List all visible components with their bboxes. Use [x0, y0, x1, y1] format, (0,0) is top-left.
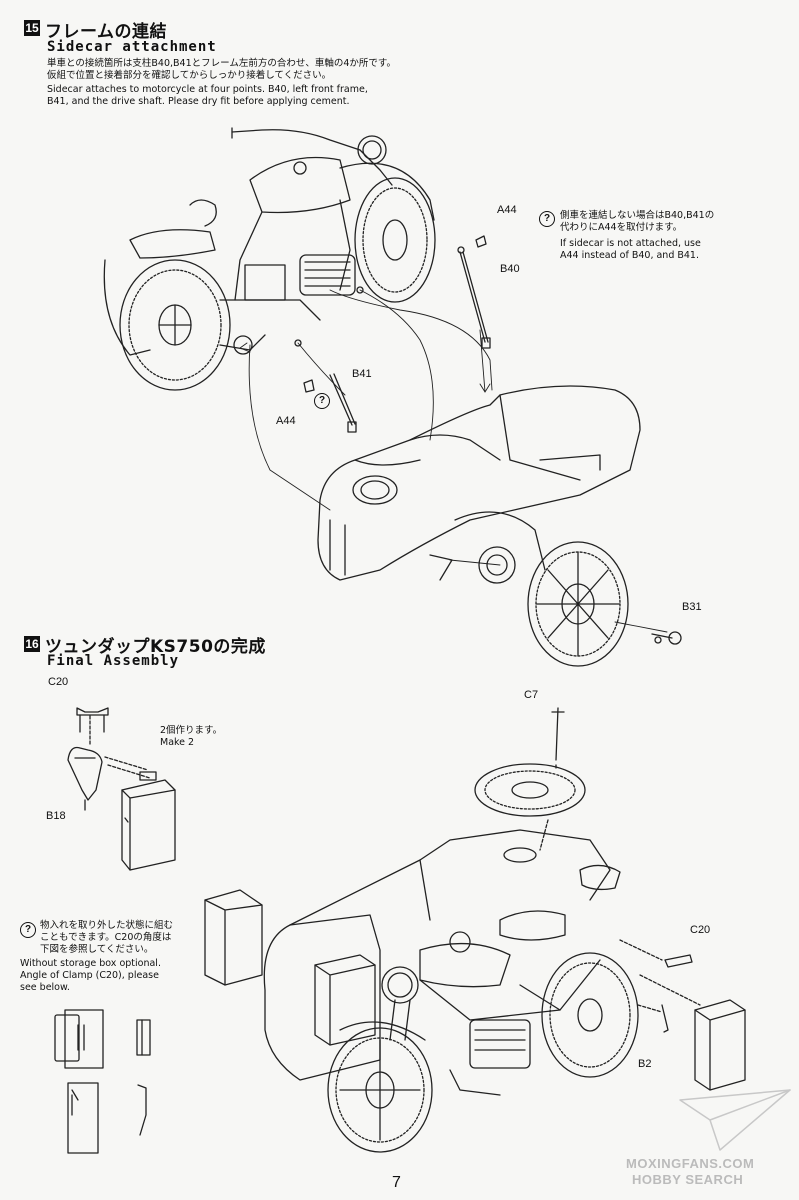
step-16-note-jp-2: こともできます。C20の角度は	[40, 932, 172, 943]
step-16-note-en-1: Without storage box optional.	[20, 958, 161, 969]
label-b2: B2	[638, 1058, 652, 1070]
step-16-title-jp: ツュンダップKS750の完成	[45, 637, 266, 657]
sidecar-drawing	[317, 385, 641, 584]
label-b18: B18	[46, 810, 66, 822]
step-15-note-en-1: If sidecar is not attached, use	[560, 238, 701, 249]
watermark-text-1: MOXINGFANS.COM	[626, 1156, 755, 1171]
watermark-text-2: HOBBY SEARCH	[632, 1172, 744, 1187]
step-15-note-jp-1: 側車を連結しない場合はB40,B41の	[560, 210, 715, 221]
part-a44-top	[475, 235, 487, 248]
storage-box-assembly	[67, 707, 176, 871]
step-15-desc-en-2: B41, and the drive shaft. Please dry fit…	[47, 96, 350, 107]
label-c20-right: C20	[690, 924, 711, 936]
label-b41: B41	[352, 368, 372, 380]
step-15-title-en: Sidecar attachment	[47, 39, 217, 55]
part-b40-strut	[457, 246, 491, 349]
step-16-number: 16	[24, 636, 40, 652]
step-16-note-jp-3: 下図を参照してください。	[40, 944, 154, 955]
step-15-note-en-2: A44 instead of B40, and B41.	[560, 250, 699, 261]
step-15-desc-jp-1: 単車との接続箇所は支柱B40,B41とフレーム左前方の合わせ、車軸の4か所です。	[47, 58, 396, 69]
label-c7: C7	[524, 689, 539, 701]
step-16-note-jp-1: 物入れを取り外した状態に組む	[40, 920, 174, 931]
clamp-angle-illustrations	[54, 1009, 151, 1154]
label-a44-left: A44	[276, 415, 296, 427]
step-15-desc-jp-2: 仮組で位置と接着部分を確認してからしっかり接着してください。	[47, 70, 332, 81]
motorcycle-drawing	[103, 127, 436, 391]
step-15-title-jp: フレームの連結	[45, 22, 167, 42]
watermark-logo	[679, 1089, 791, 1151]
question-icon: ?	[20, 922, 36, 938]
spare-wheel-drawing	[474, 707, 586, 851]
step-15-desc-en-1: Sidecar attaches to motorcycle at four p…	[47, 84, 368, 95]
question-icon: ?	[539, 211, 555, 227]
guide-lines-15	[239, 289, 668, 633]
label-a44-top: A44	[497, 204, 517, 216]
make-2-en: Make 2	[160, 737, 195, 748]
right-clamp-and-box	[619, 939, 746, 1091]
step-16-note-en-2: Angle of Clamp (C20), please	[20, 970, 159, 981]
label-c20-left: C20	[48, 676, 69, 688]
part-b31-bolt	[651, 631, 682, 645]
label-b40: B40	[500, 263, 520, 275]
label-b31: B31	[682, 601, 702, 613]
question-icon: ?	[314, 393, 330, 409]
part-b41-strut	[329, 373, 357, 433]
step-15-note-jp-2: 代わりにA44を取付けます。	[560, 222, 683, 233]
make-2-jp: 2個作ります。	[160, 725, 223, 736]
sidecar-wheel-drawing	[527, 541, 629, 667]
step-15-number: 15	[24, 20, 40, 36]
part-a44-left	[303, 379, 315, 393]
step-16-title-en: Final Assembly	[47, 653, 180, 669]
step-16-note-en-3: see below.	[20, 982, 70, 993]
page-number: 7	[392, 1174, 401, 1191]
final-motorcycle-drawing	[204, 829, 639, 1153]
